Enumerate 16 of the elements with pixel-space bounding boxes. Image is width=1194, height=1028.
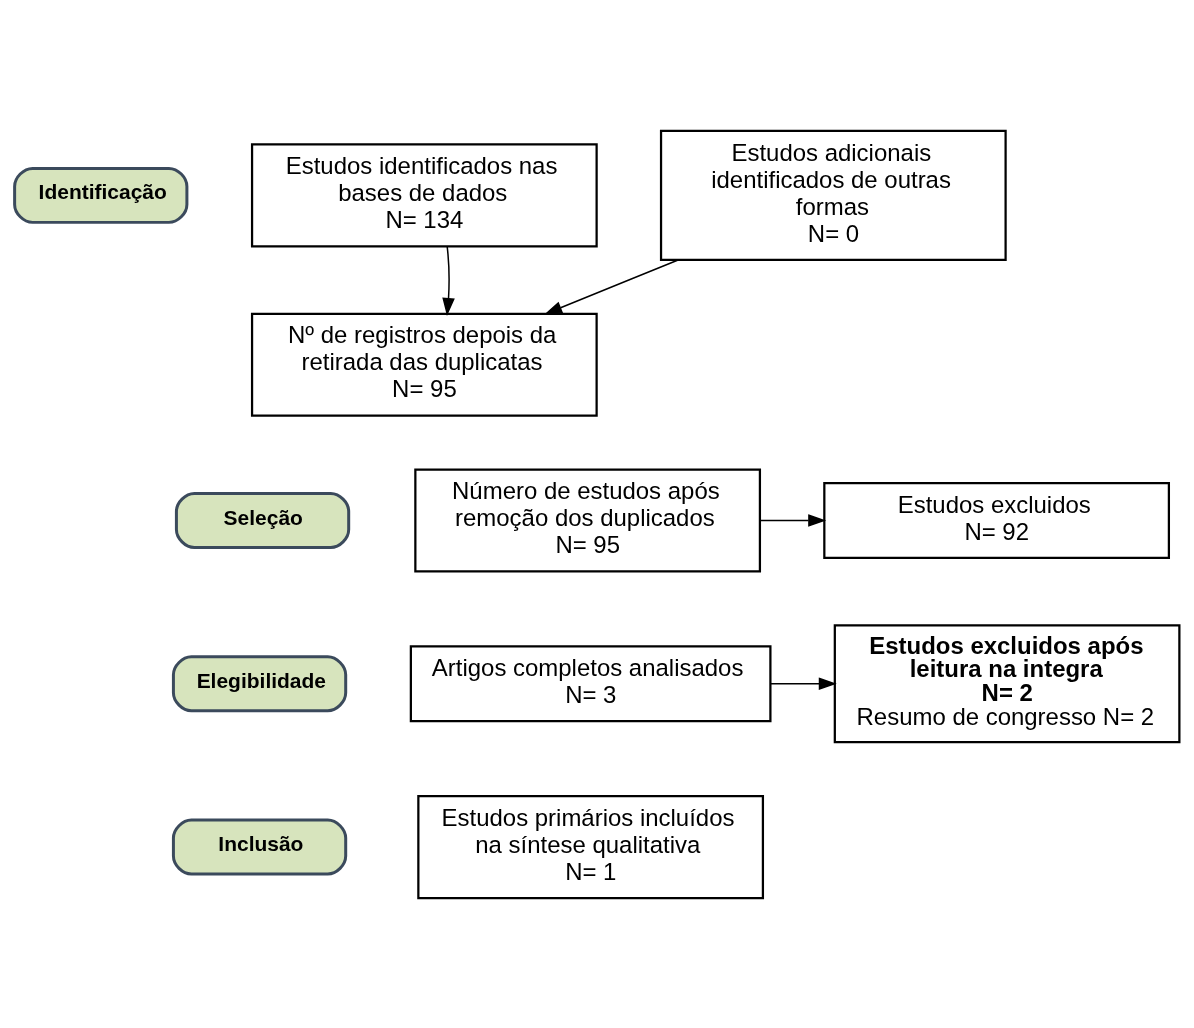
node-box: Estudos adicionais identificados de outras formas N= 0 xyxy=(659,129,1007,261)
node-box: Elegibilidade xyxy=(171,654,348,712)
node-box: Inclusão xyxy=(171,818,348,876)
node-box: Número de estudos após remoção dos duplicados N= 95 xyxy=(414,467,762,573)
node-box: Estudos excluidos N= 92 xyxy=(823,481,1170,559)
node-box: Seleção xyxy=(174,491,351,549)
node-box: Estudos excluidos após leitura na integra N= 2 Resumo de congresso N= 2 xyxy=(833,623,1181,743)
arrow xyxy=(770,677,837,690)
node-box: Estudos primários incluídos na síntese qualitativa N= 1 xyxy=(417,794,765,899)
arrow xyxy=(544,258,679,314)
arrow xyxy=(442,245,455,316)
node-box: Identificação xyxy=(13,166,189,224)
node-box: Artigos completos analisados N= 3 xyxy=(409,644,772,722)
arrow xyxy=(759,513,827,527)
node-box: Nº de registros depois da retirada das duplicatas N= 95 xyxy=(250,312,598,417)
node-box: Estudos identificados nas bases de dados N= 134 xyxy=(250,142,598,247)
